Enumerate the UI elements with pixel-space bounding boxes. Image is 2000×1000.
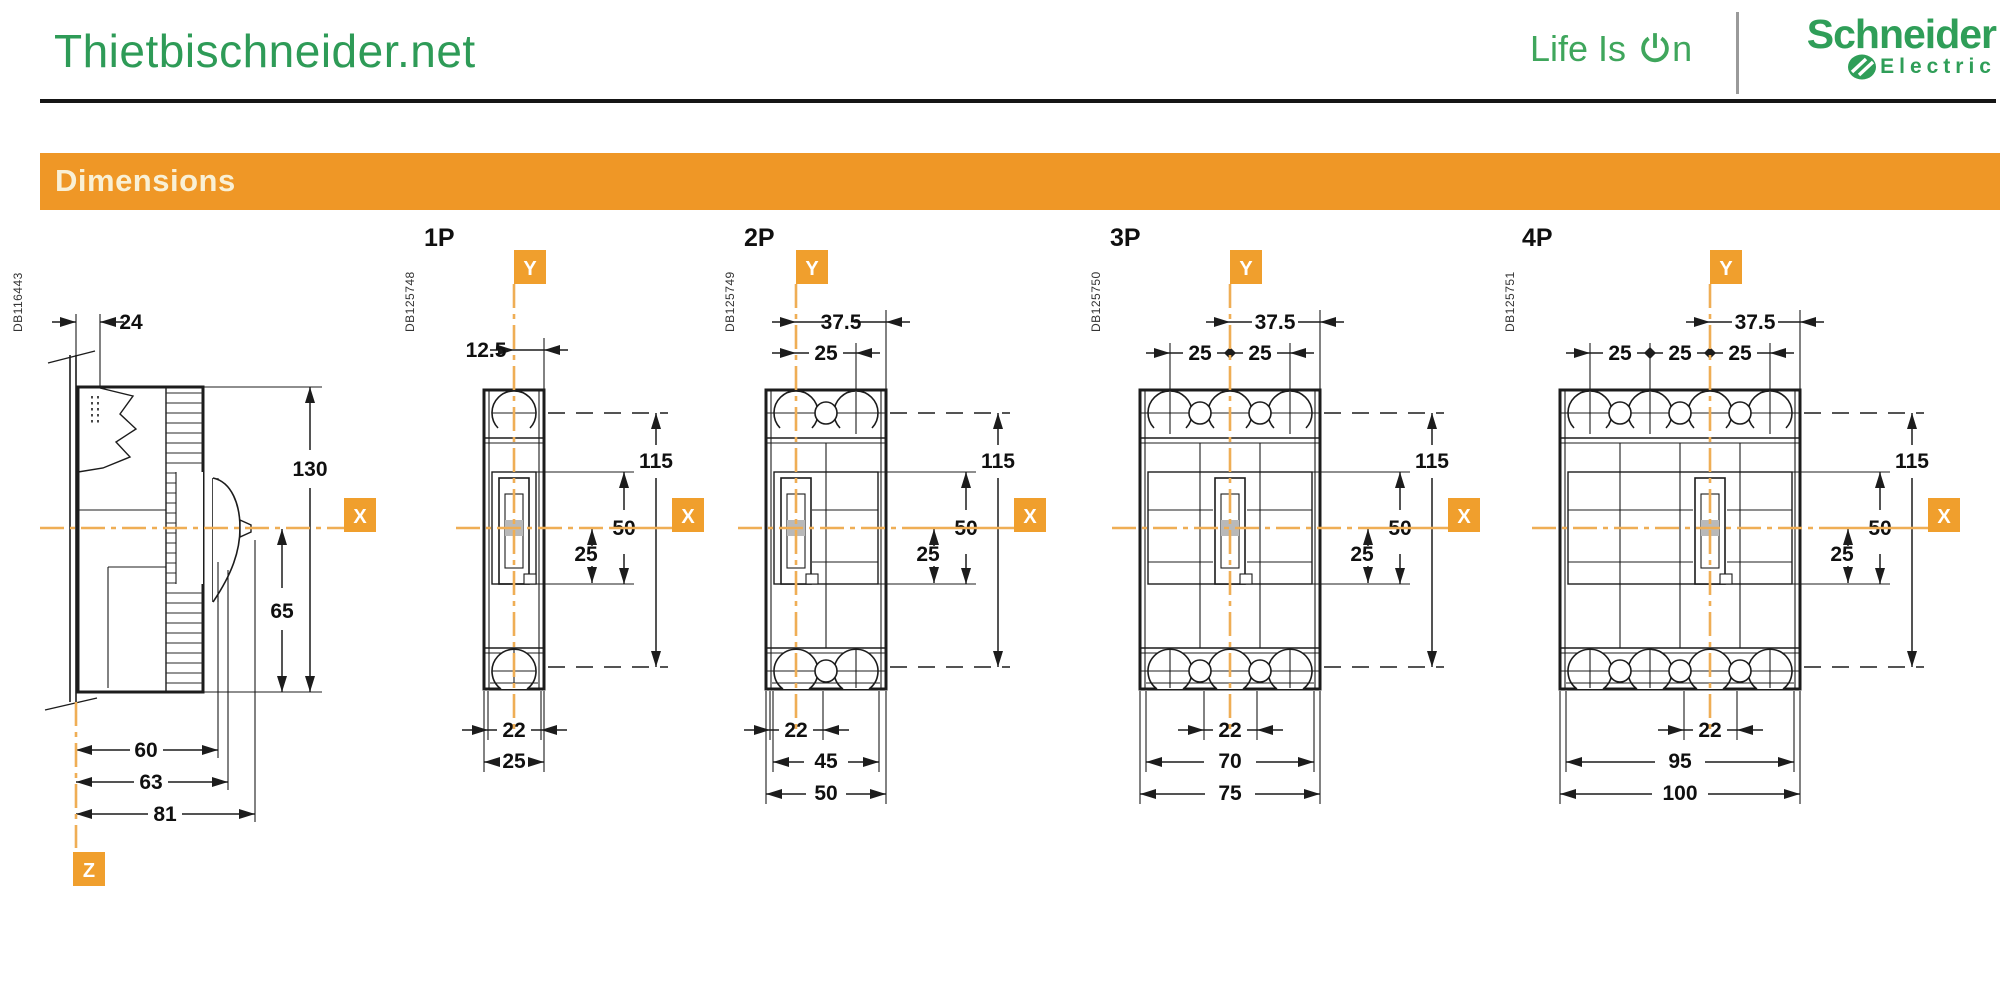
dim-junction-diamond <box>1224 347 1236 359</box>
axis-label-y: Y <box>523 258 537 280</box>
dim-label-pitch2: 25 <box>1248 342 1272 365</box>
panel-title-2p: 2P <box>744 224 775 252</box>
dim-label-25: 25 <box>916 543 940 566</box>
dims-4p: 37.5 25 25 25 115 <box>1559 310 1929 805</box>
dim-label-60: 60 <box>134 739 157 762</box>
axis-box-x <box>1928 498 1960 532</box>
schneider-logo: Schneider Electric <box>1758 11 1997 82</box>
panel-title-4p: 4P <box>1522 224 1553 252</box>
breaker-body-4p <box>1558 388 1802 691</box>
panel-1p: 1P DB125748 <box>403 224 704 773</box>
dim-label-22: 22 <box>502 719 525 742</box>
dim-label-25: 25 <box>574 543 598 566</box>
dim-junction-diamond <box>1644 347 1656 359</box>
drawing-code: DB125749 <box>723 271 737 332</box>
dim-label-22: 22 <box>784 719 807 742</box>
panel-title-1p: 1P <box>424 224 455 252</box>
axis-label-y: Y <box>1719 258 1733 280</box>
dim-label-95: 95 <box>1668 750 1692 773</box>
schneider-emblem-icon <box>1848 54 1877 80</box>
breaker-body-2p <box>764 388 888 691</box>
dim-label-22: 22 <box>1218 719 1241 742</box>
drawing-code: DB125750 <box>1089 271 1103 332</box>
axes-4p: Y X <box>1532 250 1960 735</box>
drawing-code: DB116443 <box>11 272 25 332</box>
dim-label-25: 25 <box>1830 543 1854 566</box>
axes-1p: Y X <box>456 250 704 735</box>
dim-label-115: 115 <box>1895 450 1929 473</box>
dimensions-banner: Dimensions <box>40 153 2000 210</box>
dim-label-37-5: 37.5 <box>1735 311 1776 334</box>
axis-box-x <box>672 498 704 532</box>
dim-label-63: 63 <box>139 771 162 794</box>
axis-box-y <box>796 250 828 284</box>
axis-box-y <box>1710 250 1742 284</box>
dim-junction-diamond <box>1704 347 1716 359</box>
dim-label-75: 75 <box>1218 782 1242 805</box>
axis-box-x <box>344 498 376 532</box>
breaker-body-side <box>76 385 205 694</box>
toggle-handle-side <box>212 477 252 603</box>
dim-label-81: 81 <box>153 803 177 826</box>
dim-label-pitch1: 25 <box>1188 342 1212 365</box>
dim-label-130: 130 <box>292 458 327 481</box>
dim-label-pitch1: 25 <box>1608 342 1632 365</box>
axis-label-x: X <box>1023 506 1037 528</box>
side-dimensions: 24 130 65 60 63 81 <box>52 311 328 826</box>
dim-label-bottom-50: 50 <box>814 782 837 805</box>
dim-label-22: 22 <box>1698 719 1721 742</box>
brand-sub: Electric <box>1880 55 1996 78</box>
dim-label-45: 45 <box>814 750 838 773</box>
tagline-text: Life Is <box>1530 28 1637 69</box>
axis-label-x: X <box>353 506 367 528</box>
panel-side-view: DB116443 <box>11 272 376 886</box>
tagline-text-suffix: n <box>1672 28 1693 69</box>
dim-label-115: 115 <box>1415 450 1449 473</box>
dim-label-12-5: 12.5 <box>466 339 507 362</box>
axes-2p: Y X <box>738 250 1046 735</box>
axis-label-x: X <box>1457 506 1471 528</box>
axis-box-x <box>1014 498 1046 532</box>
axis-box-y <box>1230 250 1262 284</box>
axis-box-z <box>73 852 105 886</box>
dim-label-pitch3: 25 <box>1728 342 1752 365</box>
life-is-on-tagline: Life Is n <box>1530 28 1692 70</box>
header-divider <box>1736 12 1739 94</box>
side-axes: X Z <box>40 498 376 886</box>
header-rule <box>40 99 1996 103</box>
brand-name: Schneider <box>1806 11 1997 57</box>
dim-label-100: 100 <box>1662 782 1697 805</box>
axis-label-x: X <box>681 506 695 528</box>
dimension-drawings: DB116443 <box>11 224 1960 886</box>
dim-label-pitch: 25 <box>814 342 838 365</box>
dim-label-70: 70 <box>1218 750 1241 773</box>
axis-label-y: Y <box>1239 258 1253 280</box>
panel-title-3p: 3P <box>1110 224 1141 252</box>
axes-3p: Y X <box>1112 250 1480 735</box>
dim-label-65: 65 <box>270 600 294 623</box>
axis-label-x: X <box>1937 506 1951 528</box>
panel-4p: 4P DB125751 <box>1503 224 1960 805</box>
dim-label-115: 115 <box>981 450 1015 473</box>
panel-2p: 2P DB125749 <box>723 224 1046 805</box>
dim-label-bottom-25: 25 <box>502 750 526 773</box>
power-icon <box>1641 33 1669 63</box>
dim-label-115: 115 <box>639 450 673 473</box>
axis-label-z: Z <box>83 860 95 882</box>
axis-box-y <box>514 250 546 284</box>
drawing-code: DB125751 <box>1503 271 1517 332</box>
dim-label-24: 24 <box>119 311 143 334</box>
banner-title: Dimensions <box>55 163 236 198</box>
dim-label-37-5: 37.5 <box>1255 311 1296 334</box>
axis-box-x <box>1448 498 1480 532</box>
panel-3p: 3P DB125750 <box>1089 224 1480 805</box>
site-title: Thietbischneider.net <box>54 25 476 77</box>
dim-label-37-5: 37.5 <box>821 311 862 334</box>
dim-label-25: 25 <box>1350 543 1374 566</box>
axis-label-y: Y <box>805 258 819 280</box>
dim-label-pitch2: 25 <box>1668 342 1692 365</box>
drawing-code: DB125748 <box>403 271 417 332</box>
